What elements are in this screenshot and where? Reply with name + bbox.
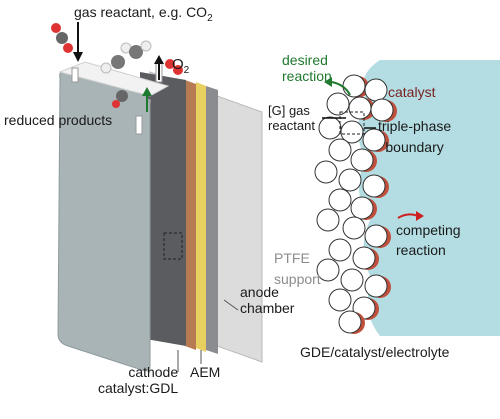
ptfe-label: PTFE support (274, 250, 321, 287)
triple-phase-line2: boundary (385, 139, 444, 156)
product-out-arrowhead (142, 87, 152, 96)
ptfe-particle (328, 288, 352, 312)
ptfe-particle (350, 148, 374, 172)
ptfe-particle (364, 78, 388, 102)
ptfe-particle (328, 138, 352, 162)
product-molecule (100, 40, 152, 108)
ptfe-particle (362, 128, 386, 152)
cathode-plate-top (58, 61, 170, 97)
ptfe-particle (318, 116, 342, 140)
ptfe-particle (328, 188, 352, 212)
ptfe-particle (316, 258, 340, 282)
ptfe-particle (364, 274, 388, 298)
ptfe-particle (370, 98, 394, 122)
anode-chamber-label: anode chamber (240, 284, 294, 316)
triple-phase-line1: triple-phase (378, 118, 452, 134)
ptfe-particle (338, 168, 362, 192)
ptfe-particle (340, 268, 364, 292)
gas-reactant-text: gas reactant, e.g. CO (74, 4, 208, 20)
ptfe-line2: support (274, 271, 321, 288)
outlet-port (135, 115, 143, 135)
catalyst-label: catalyst (388, 84, 436, 100)
competing-reaction-line2: reaction (396, 242, 446, 259)
desired-reaction-line1: desired (282, 52, 328, 68)
ptfe-particle (342, 216, 366, 240)
ptfe-particle (314, 160, 338, 184)
gde-caption: GDE/catalyst/electrolyte (300, 344, 450, 360)
ptfe-particle (326, 92, 350, 116)
o2-molecule (165, 59, 183, 75)
zoom-region-box (163, 232, 183, 260)
triple-phase-label: triple-phase boundary (378, 118, 451, 155)
competing-reaction-line1: competing (396, 222, 461, 238)
dark-middle-layer (140, 72, 186, 346)
cathode-line1: cathode (128, 364, 179, 380)
o2-label: O2 (172, 56, 189, 77)
o2-out-arrowhead (154, 55, 164, 64)
ptfe-particle (342, 74, 366, 98)
reduced-products-label: reduced products (4, 112, 113, 128)
gas-reactant-detail-label: [G] gas reactant (268, 103, 315, 134)
o2-subscript: 2 (183, 65, 190, 76)
anode-chamber-line2: chamber (240, 300, 295, 317)
ptfe-particle (364, 224, 388, 248)
gas-inlet-port (71, 67, 79, 83)
gas-reactant-label: gas reactant, e.g. CO2 (74, 4, 213, 24)
cathode-gdl-layer (185, 80, 196, 350)
competing-reaction-label: competing reaction (396, 222, 461, 258)
anode-leader (223, 299, 239, 311)
gas-in-arrowhead (73, 52, 83, 62)
grey-layer (206, 86, 218, 354)
cathode-label: cathode catalyst:GDL (98, 364, 179, 396)
gas-reactant-subscript: 2 (207, 12, 213, 24)
aem-label: AEM (190, 364, 221, 380)
desired-reaction-label: desired reaction (282, 52, 332, 84)
ptfe-particle (338, 310, 362, 334)
gas-reactant-detail-line2: reactant (268, 117, 315, 133)
competing-arrowhead (416, 211, 424, 221)
cathode-line2: catalyst:GDL (98, 380, 179, 397)
desired-reaction-line2: reaction (282, 68, 332, 85)
triple-phase-box (339, 111, 365, 135)
o2-text: O (172, 56, 184, 73)
electrolyte-region (358, 60, 500, 336)
ptfe-particle (362, 174, 386, 198)
ptfe-particle (350, 196, 374, 220)
ptfe-particle (328, 238, 352, 262)
anode-chamber-line1: anode (240, 284, 279, 300)
desired-reaction-arrow (331, 81, 351, 96)
co2-molecule (51, 23, 73, 53)
aem-layer (196, 82, 206, 352)
ptfe-particle (340, 120, 364, 144)
desired-arrowhead (324, 77, 332, 87)
ptfe-particle (316, 208, 340, 232)
ptfe-line1: PTFE (274, 250, 310, 266)
gas-reactant-detail-line1: [G] gas (268, 103, 310, 118)
ptfe-particle (348, 96, 372, 120)
ptfe-particle (352, 246, 376, 270)
